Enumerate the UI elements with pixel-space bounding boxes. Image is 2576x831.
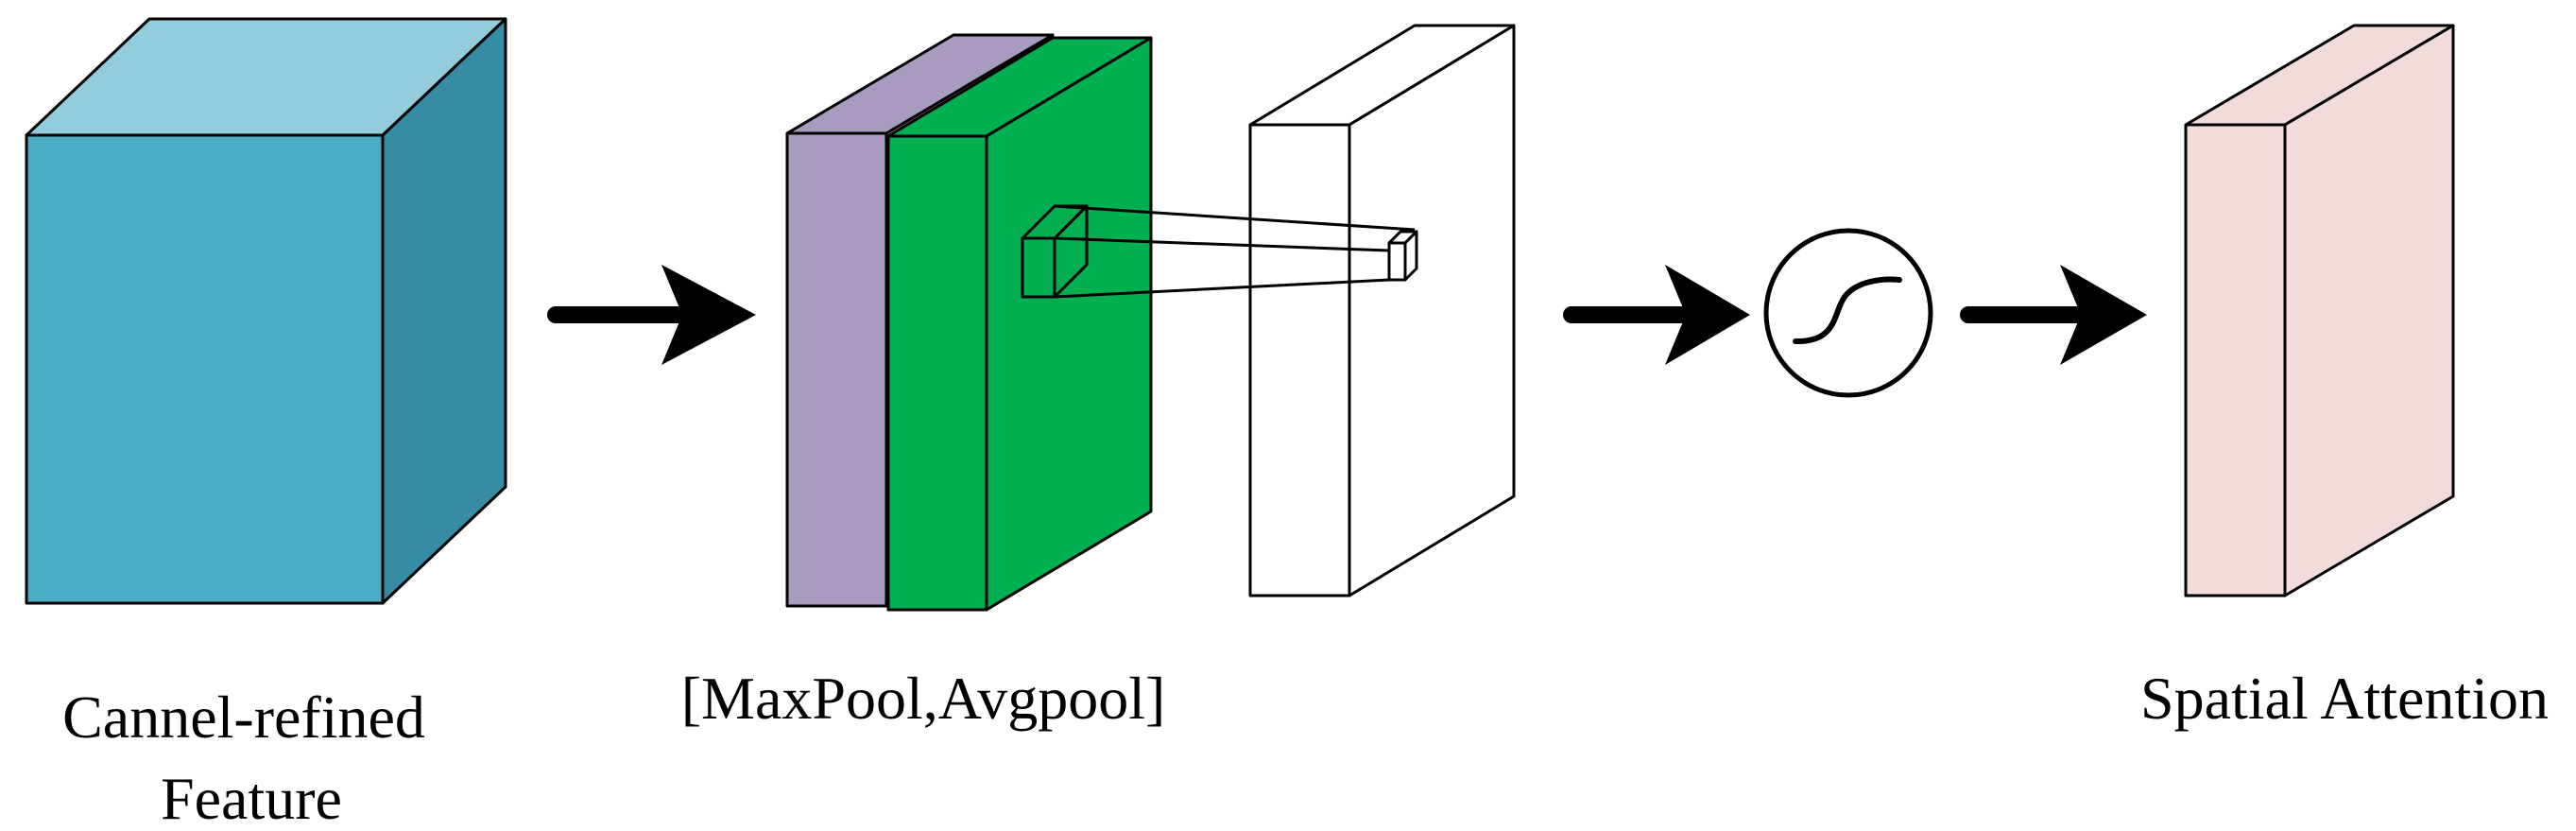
feature-cube-front xyxy=(25,133,385,605)
conv-projection-lines xyxy=(1054,204,1416,299)
feature-cube xyxy=(25,17,507,605)
conv-output-slab xyxy=(1248,24,1516,597)
sigmoid-icon xyxy=(1763,228,1933,398)
right-arrow-icon xyxy=(1960,265,2147,365)
attention-map-slab xyxy=(2184,24,2455,597)
avgpool-slab xyxy=(886,36,1153,612)
right-arrow-icon xyxy=(547,265,756,365)
feature-label-line2: Feature xyxy=(161,765,342,831)
right-arrow-icon xyxy=(1563,265,1750,365)
conv-kernel-cube xyxy=(1021,204,1089,299)
feature-label-line1: Cannel-refined xyxy=(62,684,425,751)
pooling-label: [MaxPool,Avgpool] xyxy=(681,665,1166,732)
attention-label: Spatial Attention xyxy=(2140,665,2549,732)
conv-output-cell xyxy=(1387,230,1418,282)
feature-label: Cannel-refined Feature xyxy=(62,684,440,831)
